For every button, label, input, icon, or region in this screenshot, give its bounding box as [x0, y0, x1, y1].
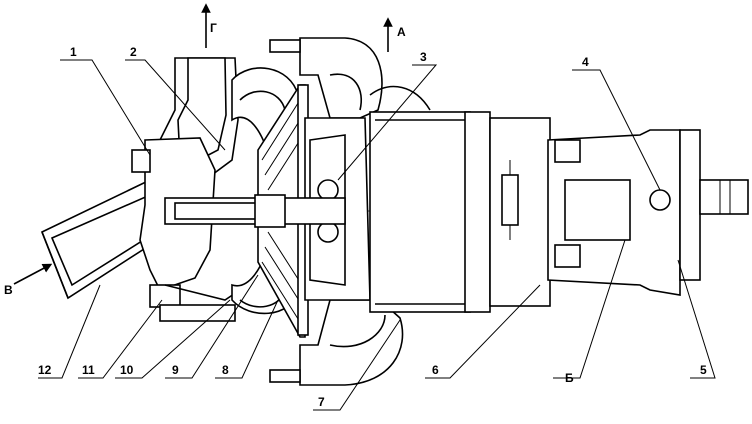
flow-label-a: А — [397, 25, 406, 39]
flow-label-v: В — [4, 283, 13, 297]
leader-lines — [38, 59, 716, 411]
flow-arrow-v — [13, 263, 53, 285]
callout-11: 11 — [82, 363, 95, 377]
callout-5: 5 — [700, 363, 707, 377]
callout-2: 2 — [130, 45, 137, 59]
callout-7: 7 — [318, 395, 325, 409]
callout-8: 8 — [222, 363, 229, 377]
callout-10: 10 — [120, 363, 134, 377]
main-body-6 — [369, 111, 551, 313]
callout-9: 9 — [172, 363, 179, 377]
callout-1: 1 — [70, 45, 77, 59]
rotor-shaft — [164, 194, 346, 228]
callout-12: 12 — [38, 363, 52, 377]
right-actuator — [547, 129, 749, 296]
flow-label-g: Г — [210, 21, 217, 35]
callout-4: 4 — [582, 55, 589, 69]
callout-6: 6 — [432, 363, 439, 377]
callout-3: 3 — [420, 50, 427, 64]
